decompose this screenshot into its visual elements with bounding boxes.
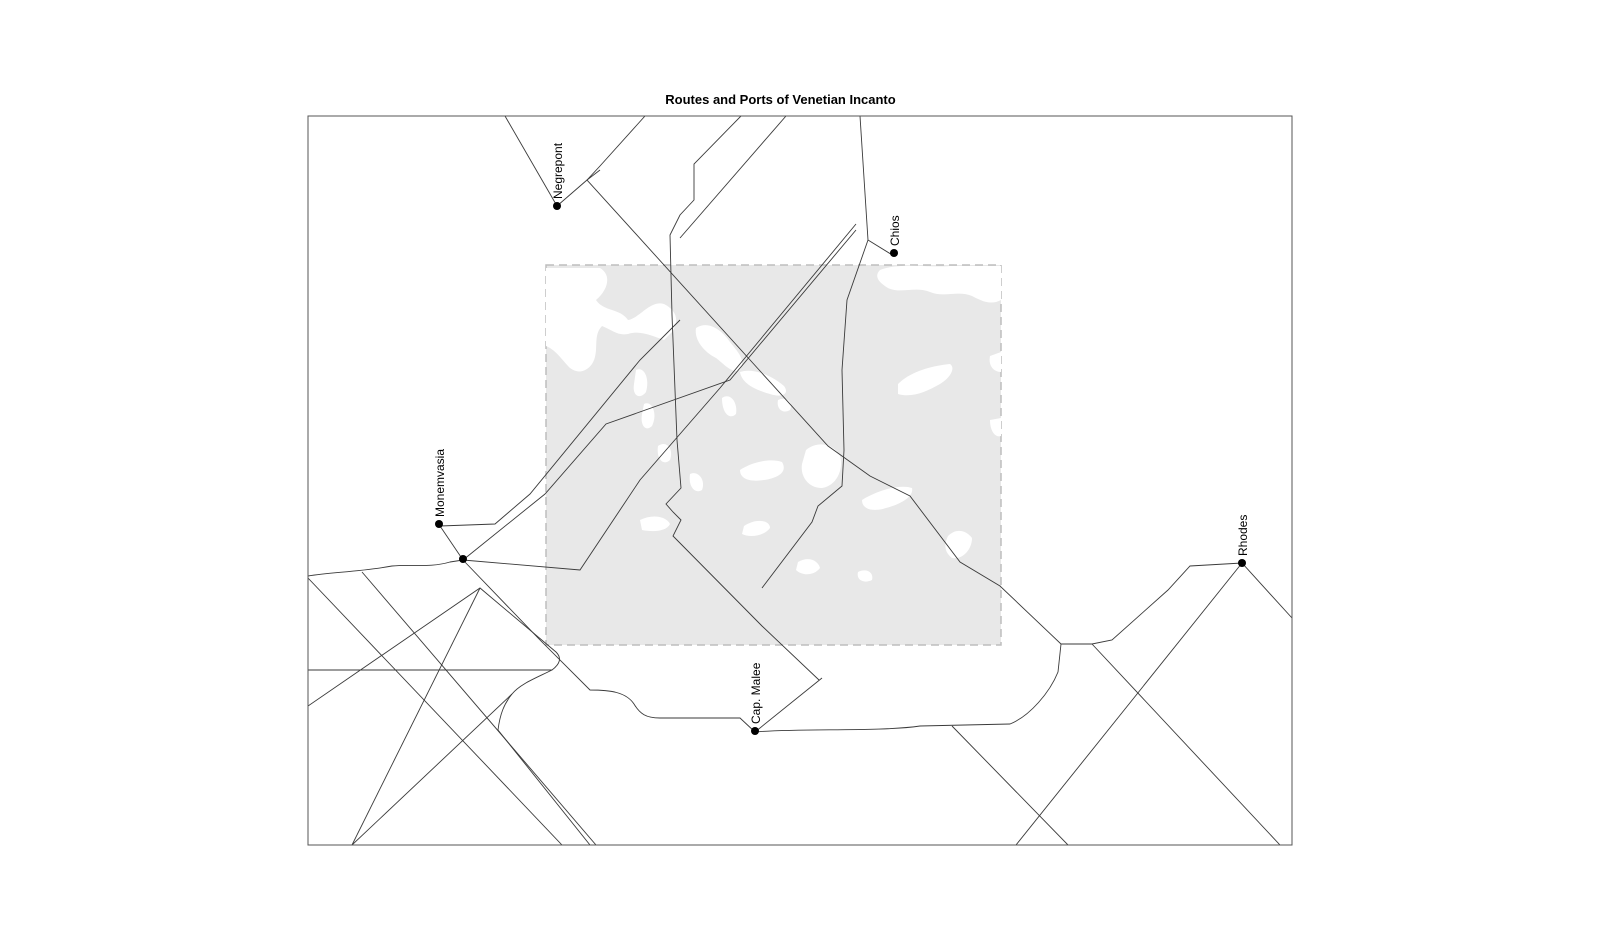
route-17 — [308, 577, 563, 845]
route-23 — [1091, 643, 1281, 845]
route-9 — [462, 229, 857, 561]
island-11 — [689, 473, 704, 492]
route-11 — [439, 525, 464, 561]
port-label-rhodes: Rhodes — [1236, 515, 1250, 556]
port-label-monemvasia: Monemvasia — [433, 449, 447, 517]
port-marker-icon — [751, 727, 759, 735]
route-1 — [504, 116, 558, 207]
route-10 — [439, 319, 681, 527]
port-marker-icon — [553, 202, 561, 210]
routes — [308, 116, 1292, 845]
route-18 — [361, 571, 597, 845]
island-17 — [857, 570, 873, 582]
route-4 — [679, 116, 787, 239]
port-chios[interactable]: Chios — [888, 215, 902, 257]
route-7 — [761, 239, 869, 589]
island-10 — [740, 460, 784, 481]
island-3 — [898, 364, 953, 396]
port-rhodes[interactable]: Rhodes — [1236, 515, 1250, 567]
route-15 — [754, 643, 1062, 733]
port-marker-icon — [1238, 559, 1246, 567]
island-18 — [990, 418, 1001, 437]
port-marker-icon — [435, 520, 443, 528]
island-12 — [862, 486, 913, 510]
port-label-cap-malee: Cap. Malee — [749, 662, 763, 724]
route-19 — [351, 587, 481, 845]
inset-region — [545, 264, 1002, 646]
route-6 — [586, 169, 1292, 645]
port-negrepont[interactable]: Negrepont — [551, 142, 565, 210]
island-5 — [641, 403, 655, 429]
island-9 — [801, 444, 842, 488]
island-2 — [740, 370, 787, 396]
island-14 — [742, 520, 770, 536]
port-label-negrepont: Negrepont — [551, 142, 565, 199]
route-14 — [754, 677, 823, 733]
island-6 — [722, 396, 737, 417]
route-8 — [462, 223, 857, 571]
map-title: Routes and Ports of Venetian Incanto — [665, 92, 896, 107]
route-21 — [351, 693, 513, 845]
island-coast-ne — [877, 265, 1001, 303]
route-3 — [665, 116, 820, 681]
route-junction-marker-icon — [459, 555, 467, 563]
route-16 — [308, 587, 560, 707]
port-cap-malee[interactable]: Cap. Malee — [749, 662, 763, 735]
route-24 — [1015, 562, 1243, 845]
route-12 — [308, 559, 464, 577]
port-monemvasia[interactable]: Monemvasia — [433, 449, 447, 528]
island-1 — [695, 325, 743, 371]
island-coast-nw — [546, 268, 677, 372]
route-20 — [497, 669, 591, 845]
route-2 — [556, 116, 646, 207]
island-13 — [640, 516, 670, 532]
port-marker-icon — [890, 249, 898, 257]
port-label-chios: Chios — [888, 215, 902, 246]
island-4 — [633, 369, 648, 397]
route-22 — [951, 725, 1069, 845]
map-frame — [307, 115, 1293, 846]
island-16 — [796, 559, 820, 575]
route-13 — [462, 559, 756, 733]
island-19 — [989, 352, 1001, 372]
islands — [546, 265, 1001, 582]
